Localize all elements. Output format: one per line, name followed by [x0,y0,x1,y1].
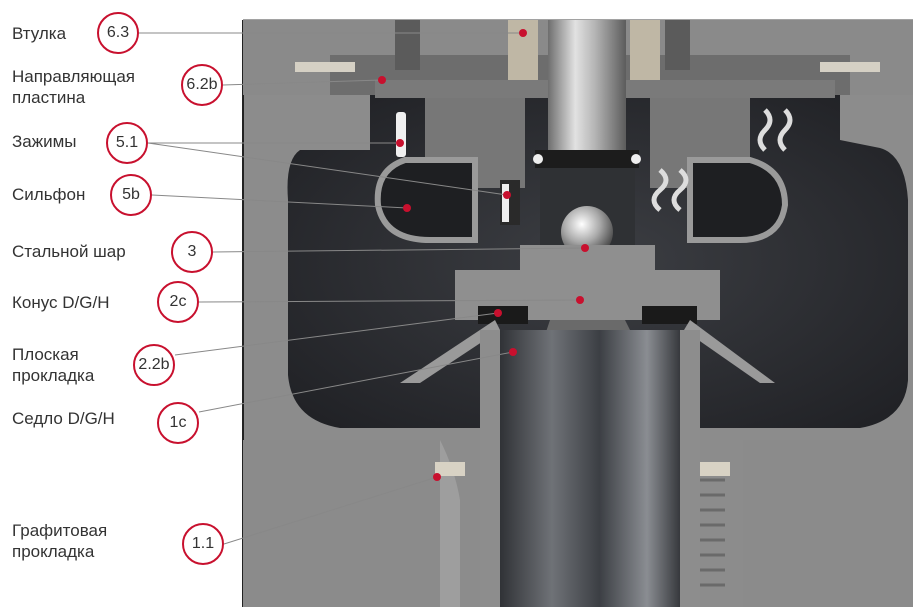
label-bushing: Втулка [12,24,67,43]
label-guide-plate: Направляющая пластина [12,67,136,107]
label-graphite-gasket: Графитовая прокладка [12,521,108,561]
label-seat: Седло D/G/H [12,409,115,428]
callout-dots [378,29,589,481]
badge-cone: 2c [157,281,199,323]
badge-seat: 1c [157,402,199,444]
label-clamps: Зажимы [12,132,77,151]
guide-plate-part [375,80,555,98]
badge-guide-plate: 6.2b [181,64,223,106]
badge-graphite-gasket: 1.1 [182,523,224,565]
badge-flat-gasket: 2.2b [133,344,175,386]
badge-bellows: 5b [110,174,152,216]
label-flat-gasket: Плоская прокладка [12,345,95,385]
badge-clamps: 5.1 [106,122,148,164]
label-bellows: Сильфон [12,185,86,204]
clamp-part [396,112,406,157]
leader-lines [139,32,586,545]
graphite-gasket-part [435,462,465,476]
label-steel-ball: Стальной шар [12,242,126,261]
bellows-part [374,157,478,243]
badge-bushing: 6.3 [97,12,139,54]
seat-part [495,330,685,607]
label-cone: Конус D/G/H [12,293,110,312]
cone-part [455,245,720,320]
flat-gasket-part [478,306,528,324]
badge-steel-ball: 3 [171,231,213,273]
